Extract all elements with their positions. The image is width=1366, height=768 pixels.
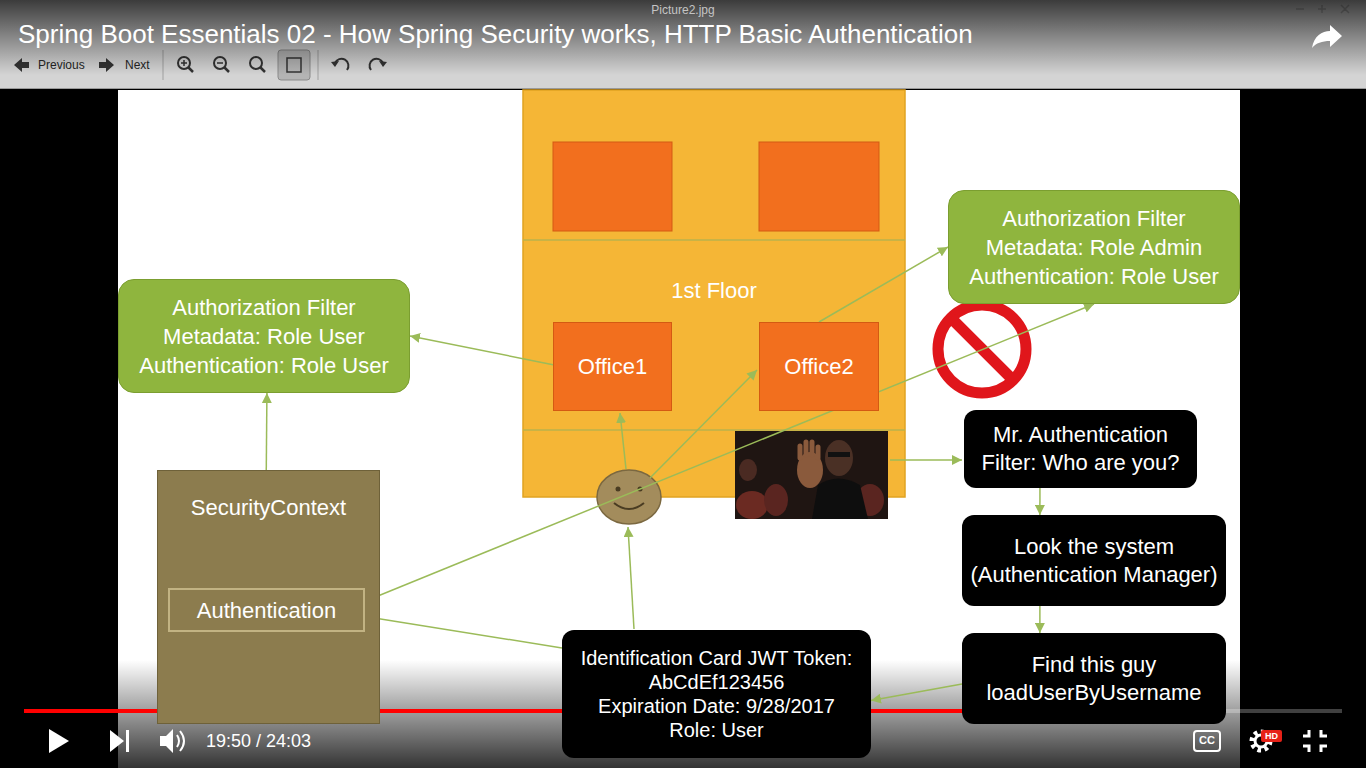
office-box: Office1	[553, 322, 672, 411]
floor-line	[523, 239, 905, 241]
leader-arrow	[890, 459, 962, 461]
node-text: Look the system (Authentication Manager)	[970, 533, 1218, 589]
captions-text: CC	[1199, 734, 1215, 747]
toolbar-button-text: Previous	[38, 58, 85, 72]
flow-arrow	[365, 617, 562, 648]
flow-arrow	[1039, 606, 1041, 633]
filter-box: Authorization FilterMetadata: Role UserA…	[118, 279, 410, 393]
node-text: Find this guy loadUserByUsername	[970, 651, 1218, 707]
volume-icon	[177, 731, 184, 751]
bouncer-photo	[735, 431, 888, 519]
office-box: Office2	[759, 322, 879, 411]
hd-text: HD	[1265, 731, 1278, 742]
filter-box: Authorization FilterMetadata: Role Admin…	[948, 190, 1240, 304]
play-icon	[49, 729, 69, 753]
flow-arrow	[1039, 488, 1041, 515]
step-box: Mr. Authentication Filter: Who are you?	[964, 410, 1197, 488]
user-smiley	[597, 470, 661, 524]
video-time: 19:50 / 24:03	[206, 730, 311, 752]
node-text: Role: User	[572, 718, 861, 742]
bouncer-photo	[739, 459, 757, 481]
room-box	[553, 142, 672, 231]
room-box	[759, 142, 879, 231]
title-shade	[0, 0, 1366, 75]
step-box: Find this guy loadUserByUsername	[962, 633, 1226, 724]
step-box: Look the system (Authentication Manager)	[962, 515, 1226, 606]
leader-arrow	[620, 413, 626, 469]
window-title: Picture2.jpg	[651, 3, 714, 17]
context-box: SecurityContextAuthentication	[157, 470, 380, 724]
node-text: Authorization Filter	[957, 204, 1231, 233]
flow-arrow	[819, 247, 948, 322]
node-text: Office2	[764, 352, 874, 381]
floor-box: 1st FloorOffice1 Office2	[523, 90, 905, 497]
node-text: Authentication	[174, 596, 359, 625]
node-text: SecurityContext	[158, 493, 379, 522]
bouncer-photo	[825, 440, 853, 476]
flow-arrow	[266, 393, 268, 470]
fullscreen-icon	[1303, 730, 1327, 752]
token-card: Identification Card JWT Token: AbCdEf123…	[562, 630, 871, 758]
next-video-icon	[110, 730, 124, 752]
captions-icon	[1194, 731, 1220, 751]
flow-arrow	[871, 684, 962, 700]
toolbar-border	[0, 88, 1366, 89]
video-title: Spring Boot Essentials 02 - How Spring S…	[18, 19, 973, 49]
node-text: 1st Floor	[523, 276, 905, 305]
node-text: Mr. Authentication Filter: Who are you?	[972, 421, 1189, 477]
bouncer-photo	[812, 479, 868, 520]
node-text: Metadata: Role User	[127, 322, 401, 351]
user-smiley	[614, 503, 644, 509]
bouncer-photo	[764, 484, 788, 516]
node-text: Expiration Date: 9/28/2017	[572, 694, 861, 718]
flow-arrow	[410, 336, 553, 365]
bouncer-photo	[736, 491, 768, 519]
slide-background	[118, 90, 1240, 768]
node-text: Authentication: Role User	[127, 351, 401, 380]
node-text: Office1	[558, 352, 667, 381]
toolbar-button-text: Next	[125, 58, 150, 72]
node-text: Metadata: Role Admin	[957, 233, 1231, 262]
viewer-toolbar	[0, 0, 1366, 88]
volume-icon	[160, 729, 173, 753]
bouncer-photo	[828, 452, 850, 457]
node-text: Identification Card JWT Token: AbCdEf123…	[572, 646, 861, 694]
leader-arrow	[628, 527, 634, 629]
share-icon	[1312, 25, 1342, 48]
hd-badge	[1261, 730, 1282, 742]
node-text: Authorization Filter	[127, 293, 401, 322]
authentication-box: Authentication	[168, 588, 365, 632]
next-video-icon	[126, 730, 129, 752]
bouncer-photo	[800, 442, 818, 458]
user-smiley	[616, 487, 621, 492]
node-text: Authentication: Role User	[957, 262, 1231, 291]
floor-line	[523, 429, 905, 431]
